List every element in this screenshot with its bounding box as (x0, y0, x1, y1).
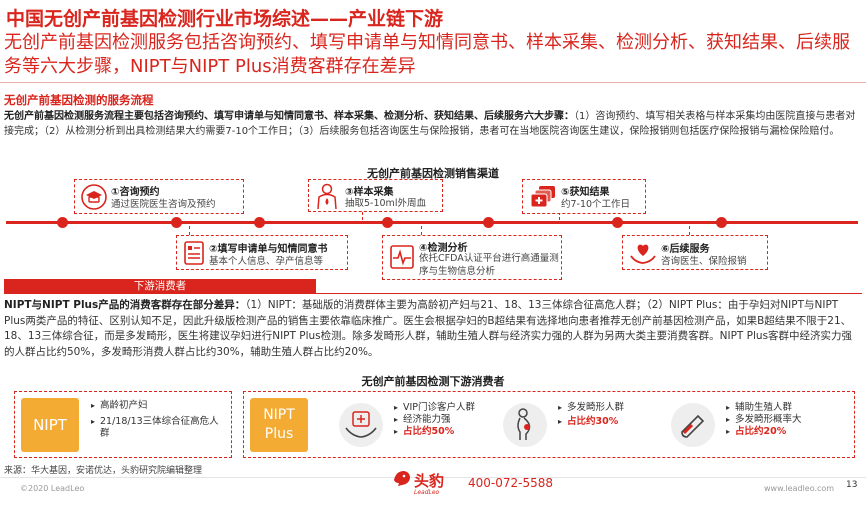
step-title: ③样本采集 (345, 187, 394, 198)
connector-line (189, 226, 190, 235)
timeline-dot (171, 217, 182, 228)
section-divider (4, 293, 862, 294)
list-item: 高龄初产妇 (91, 400, 227, 412)
step-desc: 基本个人信息、孕产信息等 (209, 256, 324, 267)
page-number: 13 (846, 480, 858, 490)
document-form-icon (184, 241, 204, 265)
nipt-customer-box: NIPT 高龄初产妇 21/18/13三体综合征高危人群 (14, 391, 232, 458)
plus-group-2: 多发畸形人群 占比约30% (558, 402, 668, 428)
timeline-bar (6, 221, 858, 224)
test-tube-icon (671, 403, 715, 447)
customers-title: 无创产前基因检测下游消费者 (361, 375, 505, 388)
list-item: 21/18/13三体综合征高危人群 (91, 416, 227, 440)
service-flow-heading: 无创产前基因检测的服务流程 (4, 93, 154, 107)
nipt-list: 高龄初产妇 21/18/13三体综合征高危人群 (91, 400, 227, 440)
source-note: 来源：华大基因，安诺优达，头豹研究院编辑整理 (4, 466, 203, 476)
website: www.leadleo.com (764, 484, 835, 493)
timeline-dot (254, 217, 265, 228)
timeline-dot (382, 217, 393, 228)
badge-line: Plus (264, 426, 294, 442)
nipt-plus-customer-box: NIPT Plus VIP门诊客户人群 经济能力强 占比约50% 多发畸形人群 … (243, 391, 855, 458)
step-title: ④检测分析 (419, 243, 468, 254)
share-item: 占比约50% (394, 426, 504, 438)
heartbeat-monitor-icon (390, 245, 414, 269)
flow-step-consult: ①咨询预约 通过医院医生咨询及预约 (74, 179, 244, 214)
header-divider (0, 82, 866, 83)
downstream-tab: 下游消费者 (4, 279, 316, 294)
consumer-paragraph: NIPT与NIPT Plus产品的消费客群存在部分差异：（1）NIPT：基础版的… (4, 298, 862, 360)
service-flow-lead: 无创产前基因检测服务流程主要包括咨询预约、填写申请单与知情同意书、样本采集、检测… (4, 111, 574, 122)
consumer-lead: NIPT与NIPT Plus产品的消费客群存在部分差异： (4, 299, 246, 311)
phone-number: 400-072-5588 (468, 476, 554, 490)
page-title: 中国无创产前基因检测行业市场综述——产业链下游 (6, 8, 444, 30)
service-flow-paragraph: 无创产前基因检测服务流程主要包括咨询预约、填写申请单与知情同意书、样本采集、检测… (4, 109, 862, 139)
step-desc: 通过医院医生咨询及预约 (111, 199, 216, 210)
doctor-cap-icon (81, 184, 107, 210)
connector-line (421, 226, 422, 235)
share-item: 占比约30% (558, 416, 668, 428)
flow-step-sample: ③样本采集 抽取5-10ml外周血 (308, 179, 443, 212)
step-desc: 抽取5-10ml外周血 (345, 198, 426, 209)
brand-sub: LeadLeo (414, 489, 440, 496)
leopard-logo-icon (394, 471, 410, 486)
list-item: VIP门诊客户人群 (394, 402, 504, 414)
flow-step-aftercare: ⑥后续服务 咨询医生、保险报销 (622, 235, 768, 270)
consumer-body: （1）NIPT：基础版的消费群体主要为高龄初产妇与21、18、13三体综合征高危… (4, 299, 853, 358)
timeline-dot (57, 217, 68, 228)
list-item: 多发畸形概率大 (726, 414, 846, 426)
step-desc: 约7-10个工作日 (561, 199, 631, 210)
service-flow-body: （1）咨询预约、填写相关表格与样本采集均由医院直接与患者对接完成；（2）从检测分… (4, 111, 856, 137)
plus-group-3: 辅助生殖人群 多发畸形概率大 占比约20% (726, 402, 846, 438)
timeline-dot (716, 217, 727, 228)
copyright: ©2020 LeadLeo (20, 484, 85, 493)
brand-name: 头豹 (414, 472, 445, 490)
page-subtitle: 无创产前基因检测服务包括咨询预约、填写申请单与知情同意书、样本采集、检测分析、获… (4, 32, 850, 77)
nipt-plus-badge: NIPT Plus (250, 398, 308, 452)
pregnant-woman-icon (503, 403, 547, 447)
connector-line (689, 226, 690, 235)
footer-divider (0, 477, 866, 478)
plus-group-1: VIP门诊客户人群 经济能力强 占比约50% (394, 402, 504, 438)
heart-hands-icon (630, 244, 656, 264)
flow-diagram-title: 无创产前基因检测销售渠道 (367, 167, 499, 180)
share-item: 占比约20% (726, 426, 846, 438)
step-desc: 咨询医生、保险报销 (661, 256, 747, 267)
medical-reports-icon (530, 186, 555, 208)
list-item: 多发畸形人群 (558, 402, 668, 414)
step-title: ⑤获知结果 (561, 187, 610, 198)
step-title: ②填写申请单与知情同意书 (209, 244, 328, 255)
step-desc: 依托CFDA认证平台进行高通量测序与生物信息分析 (419, 253, 559, 277)
flow-step-application: ②填写申请单与知情同意书 基本个人信息、孕产信息等 (176, 235, 348, 270)
connector-line (362, 212, 363, 220)
timeline-dot (483, 217, 494, 228)
list-item: 辅助生殖人群 (726, 402, 846, 414)
timeline-dot (612, 217, 623, 228)
connector-line (559, 212, 560, 220)
vip-hands-icon (339, 403, 383, 447)
step-title: ⑥后续服务 (661, 244, 710, 255)
flow-step-analysis: ④检测分析 依托CFDA认证平台进行高通量测序与生物信息分析 (382, 235, 562, 280)
blood-draw-person-icon (317, 183, 337, 210)
flow-step-result: ⑤获知结果 约7-10个工作日 (522, 179, 646, 214)
badge-line: NIPT (263, 407, 295, 423)
nipt-badge: NIPT (21, 398, 79, 452)
list-item: 经济能力强 (394, 414, 504, 426)
step-title: ①咨询预约 (111, 187, 160, 198)
